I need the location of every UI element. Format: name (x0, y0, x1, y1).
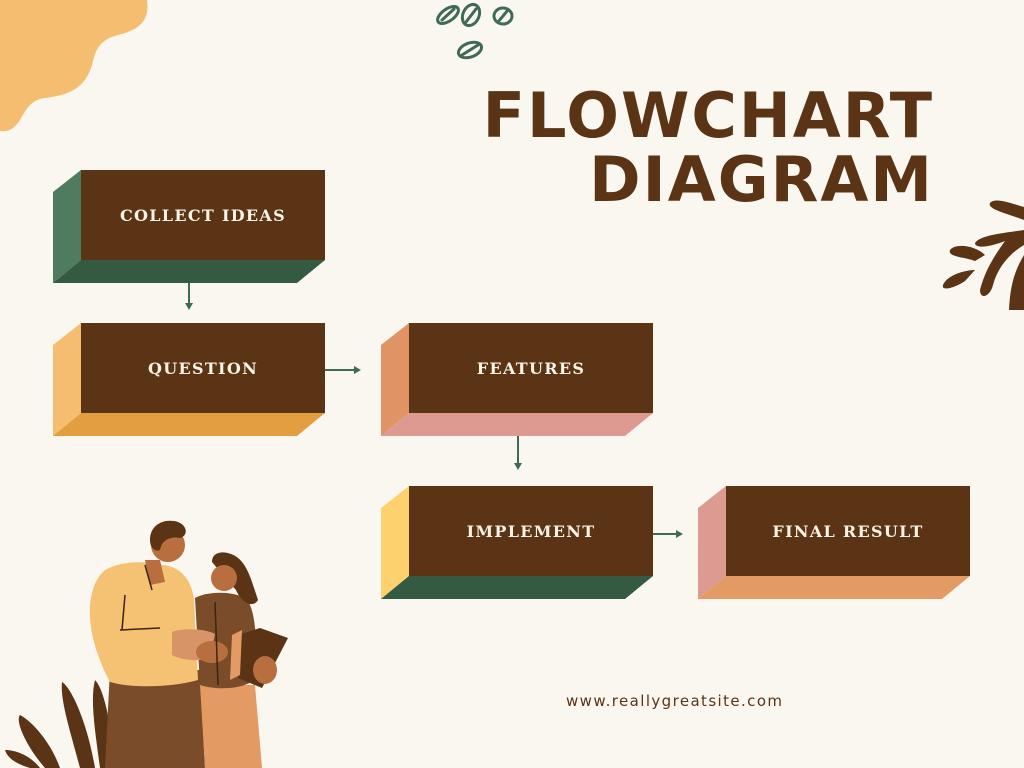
arrow-collect-to-question (185, 283, 193, 310)
title-line-1: FLOWCHART (482, 79, 934, 152)
node-collect-ideas[interactable]: COLLECT IDEAS (53, 170, 325, 283)
node-label: FINAL RESULT (772, 521, 924, 541)
arrow-features-to-implement (514, 436, 522, 470)
node-implement[interactable]: IMPLEMENT (381, 486, 653, 599)
node-label: FEATURES (476, 358, 586, 378)
node-question[interactable]: QUESTION (53, 323, 325, 436)
people-illustration (5, 520, 288, 768)
node-label: IMPLEMENT (466, 521, 596, 541)
leaf-scribbles-decoration (436, 2, 514, 60)
plant-right-decoration (942, 200, 1024, 310)
page-title: FLOWCHART DIAGRAM (483, 84, 934, 212)
orange-blob-decoration (0, 0, 148, 132)
title-line-2: DIAGRAM (589, 143, 934, 216)
node-label: COLLECT IDEAS (119, 205, 286, 225)
arrow-implement-to-final (653, 530, 683, 538)
node-label: QUESTION (148, 358, 258, 378)
node-final-result[interactable]: FINAL RESULT (698, 486, 970, 599)
node-features[interactable]: FEATURES (381, 323, 653, 436)
footer-url[interactable]: www.reallygreatsite.com (566, 692, 784, 710)
arrow-question-to-features (325, 366, 361, 374)
